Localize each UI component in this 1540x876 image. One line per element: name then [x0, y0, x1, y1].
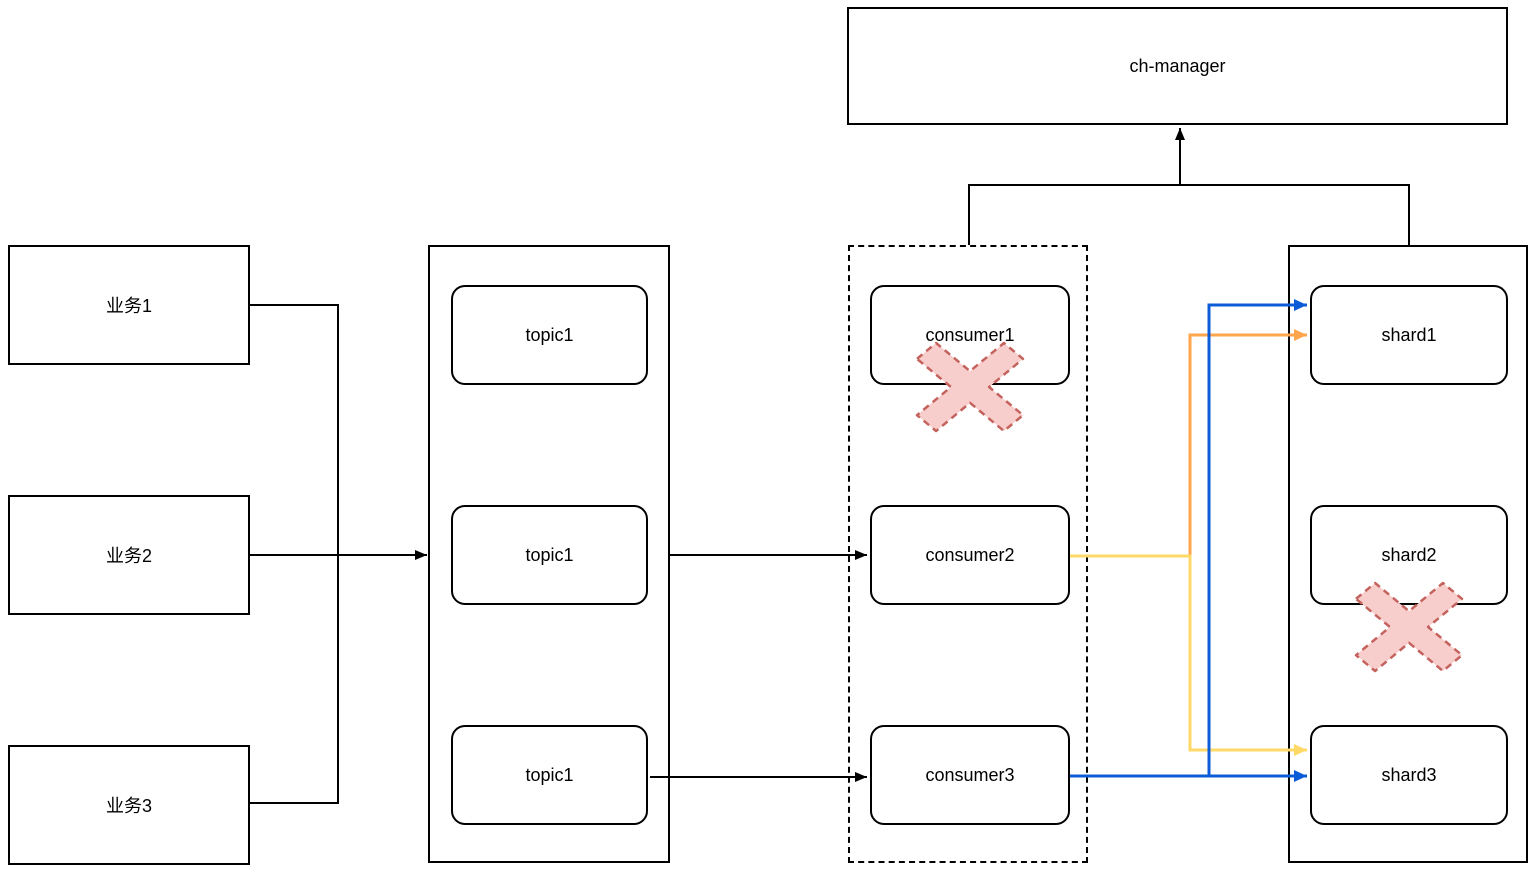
business-3-label: 业务3 — [105, 796, 152, 816]
node-ch-manager[interactable]: ch-manager — [847, 7, 1508, 125]
edge-consumer2-to-shard1[interactable] — [1070, 329, 1307, 558]
node-shard-3[interactable]: shard3 — [1310, 725, 1508, 825]
node-shard-2[interactable]: shard2 — [1310, 505, 1508, 605]
consumer-3-label: consumer3 — [925, 764, 1015, 785]
node-topic-2[interactable]: topic1 — [451, 505, 648, 605]
topic-2-label: topic1 — [525, 544, 574, 565]
node-consumer-1[interactable]: consumer1 — [870, 285, 1070, 385]
failure-x-icon-shard2[interactable] — [1356, 583, 1462, 671]
business-1-label: 业务1 — [105, 296, 152, 316]
node-consumer-2[interactable]: consumer2 — [870, 505, 1070, 605]
consumer-2-label: consumer2 — [925, 544, 1015, 565]
business-2-label: 业务2 — [105, 546, 152, 566]
topic-1-label: topic1 — [525, 324, 574, 345]
edge-groups-bracket[interactable] — [968, 184, 1410, 245]
node-topic-3[interactable]: topic1 — [451, 725, 648, 825]
shard-3-label: shard3 — [1381, 764, 1437, 785]
edge-consumer2-to-shard3[interactable] — [1070, 554, 1307, 756]
shard-1-label: shard1 — [1381, 324, 1437, 345]
node-consumer-3[interactable]: consumer3 — [870, 725, 1070, 825]
node-shard-1[interactable]: shard1 — [1310, 285, 1508, 385]
node-business-2[interactable]: 业务2 — [8, 495, 250, 615]
node-business-3[interactable]: 业务3 — [8, 745, 250, 865]
failure-x-icon-consumer1[interactable] — [917, 343, 1023, 431]
topic-3-label: topic1 — [525, 764, 574, 785]
consumer-1-label: consumer1 — [925, 324, 1015, 345]
node-business-1[interactable]: 业务1 — [8, 245, 250, 365]
node-topic-1[interactable]: topic1 — [451, 285, 648, 385]
shard-2-label: shard2 — [1381, 544, 1437, 565]
ch-manager-label: ch-manager — [1129, 55, 1226, 76]
